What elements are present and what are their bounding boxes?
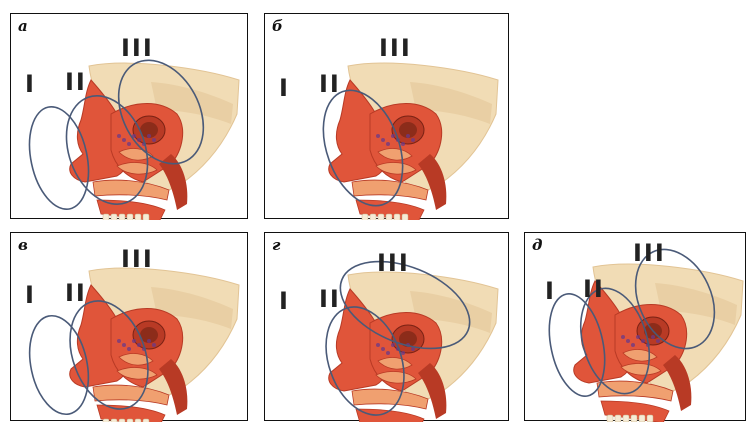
tooth: [362, 214, 368, 220]
label-one: I: [25, 283, 36, 307]
label-two: II: [65, 70, 87, 94]
label-one: I: [279, 76, 290, 100]
label-two: II: [319, 72, 341, 96]
panel-g: г I II III: [264, 232, 509, 421]
label-three: III: [377, 251, 410, 275]
mucosa-dot: [152, 138, 156, 142]
label-three: III: [633, 241, 666, 265]
mucosa-dot: [117, 339, 121, 343]
mucosa-dot: [391, 134, 395, 138]
mucosa-dot: [651, 335, 655, 339]
mucosa-dot: [386, 351, 390, 355]
tooth: [378, 214, 384, 220]
panel-d: д I II III: [524, 232, 746, 421]
mucosa-dot: [147, 134, 151, 138]
mucosa-dot: [137, 138, 141, 142]
panel-letter: б: [272, 17, 283, 35]
mucosa-dot: [152, 343, 156, 347]
mucosa-dot: [621, 335, 625, 339]
label-three: III: [121, 36, 154, 60]
mucosa-dot: [381, 138, 385, 142]
panel-a: а I II III: [10, 13, 248, 219]
mucosa-dot: [626, 339, 630, 343]
label-one: I: [25, 72, 36, 96]
mucosa-dot: [381, 347, 385, 351]
mucosa-dot: [411, 138, 415, 142]
tooth: [386, 214, 392, 220]
mucosa-dot: [127, 142, 131, 146]
mucosa-dot: [376, 134, 380, 138]
panel-letter: д: [532, 236, 542, 254]
mucosa-dot: [376, 343, 380, 347]
mucosa-dot: [656, 339, 660, 343]
panel-b: б I II III: [264, 13, 509, 219]
panel-letter: а: [18, 17, 28, 35]
tooth: [402, 214, 408, 220]
label-three: III: [379, 36, 412, 60]
mucosa-dot: [401, 351, 405, 355]
tooth: [111, 214, 117, 220]
mucosa-dot: [122, 343, 126, 347]
panel-letter: в: [18, 236, 28, 254]
mucosa-dot: [391, 343, 395, 347]
mucosa-dot: [386, 142, 390, 146]
label-three: III: [121, 247, 154, 271]
mucosa-dot: [631, 343, 635, 347]
mucosa-dot: [132, 339, 136, 343]
tooth: [119, 214, 125, 220]
panel-letter: г: [272, 236, 280, 254]
label-one: I: [545, 279, 556, 303]
tooth: [127, 214, 133, 220]
label-two: II: [319, 287, 341, 311]
tooth: [103, 214, 109, 220]
mucosa-dot: [636, 335, 640, 339]
mucosa-dot: [406, 134, 410, 138]
mucosa-dot: [127, 347, 131, 351]
label-two: II: [65, 281, 87, 305]
mucosa-dot: [401, 142, 405, 146]
mucosa-dot: [117, 134, 121, 138]
tooth: [135, 214, 141, 220]
tooth: [370, 214, 376, 220]
tooth: [143, 214, 149, 220]
tooth: [394, 214, 400, 220]
panel-v: в I II III: [10, 232, 248, 421]
label-two: II: [583, 277, 605, 301]
mucosa-dot: [137, 343, 141, 347]
label-one: I: [279, 289, 290, 313]
mucosa-dot: [122, 138, 126, 142]
mucosa-dot: [147, 339, 151, 343]
mucosa-dot: [641, 339, 645, 343]
